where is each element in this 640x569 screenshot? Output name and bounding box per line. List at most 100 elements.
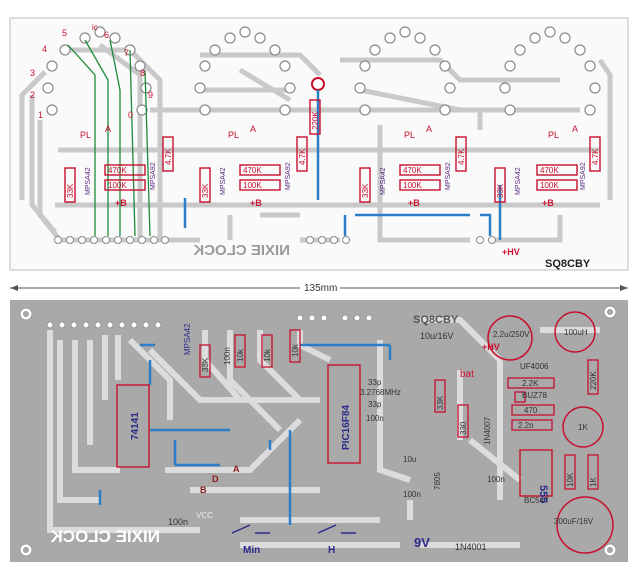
- res-100k-1: 100K: [108, 181, 127, 190]
- bottom-traces: [47, 317, 600, 548]
- cap-33p-2: 33p: [368, 400, 382, 409]
- ic-pic-label: PIC16F84: [341, 405, 352, 450]
- dimension-indicator: 135mm: [10, 280, 628, 294]
- a-label-1: A: [105, 124, 111, 134]
- trans-a-3: MPSA42: [380, 167, 387, 195]
- ic-555-label: 555: [537, 485, 549, 503]
- min-label: Min: [243, 545, 260, 556]
- res-470k-4: 470K: [540, 166, 559, 175]
- res-1k: 1K: [578, 423, 588, 432]
- pl-label-4: PL: [548, 130, 559, 140]
- top-title-mirrored: NIXIE CLOCK: [193, 242, 290, 259]
- pl-label-3: PL: [404, 130, 415, 140]
- pin-label-2: 2: [30, 90, 35, 100]
- d-label: D: [212, 474, 219, 484]
- cap-100n-4: 100n: [168, 517, 188, 527]
- res-100k-2: 100K: [243, 181, 262, 190]
- a-label-2: A: [250, 124, 256, 134]
- top-connector-pads: [54, 236, 496, 244]
- res-33k-2: 33K: [201, 183, 210, 198]
- trans-a-4: MPSA42: [515, 167, 522, 195]
- res-100k-3: 100K: [403, 181, 422, 190]
- res-33k-b: 33K: [436, 395, 445, 410]
- trans-b-2: MPSA92: [285, 162, 292, 190]
- top-callsign: SQ8CBY: [545, 258, 591, 270]
- plus-b-1: +B: [115, 198, 127, 208]
- plus-hv-label: +HV: [502, 247, 520, 257]
- res-470k-2: 470K: [243, 166, 262, 175]
- h-label: H: [328, 545, 335, 556]
- pin-label-6: 6: [104, 30, 109, 40]
- top-resistors: [64, 99, 601, 203]
- big-capacitors: [487, 311, 614, 554]
- diode-1n4001: 1N4001: [455, 542, 487, 552]
- cap-100n-2: 100n: [403, 490, 421, 499]
- top-green-wires: [67, 39, 151, 237]
- cap-10u16v: 10u/16V: [420, 331, 454, 341]
- res-10k-2: 10k: [263, 348, 272, 362]
- pin-label-1: 1: [38, 110, 43, 120]
- cap-22u250v: 2.2u/250V: [493, 330, 530, 339]
- top-board: 5 ic 6 4 7 3 8 2 9 1 0 PL A PL A PL A PL…: [9, 17, 629, 271]
- cap-100n-3: 100n: [487, 475, 505, 484]
- pl-label-2: PL: [228, 130, 239, 140]
- pin-label-3: 3: [30, 68, 35, 78]
- bottom-pads: [19, 305, 617, 557]
- res-470: 470: [524, 406, 538, 415]
- res-10k-3: 10k: [291, 343, 300, 357]
- top-tube-pads: [42, 26, 601, 116]
- h-switch: [317, 524, 356, 534]
- bottom-callsign: SQ8CBY: [413, 314, 459, 326]
- cap-100n-1: 100n: [366, 414, 384, 423]
- bottom-labels: SQ8CBY 10u/16V 2.2u/250V 100uH +HV UF400…: [50, 314, 598, 556]
- res-33k-b2: 33K: [201, 357, 210, 372]
- inductor-100uh: 100uH: [564, 328, 588, 337]
- res-470k-3: 470K: [403, 166, 422, 175]
- ic-pic16f84: PIC16F84: [327, 364, 361, 464]
- vcc-label: VCC: [196, 511, 213, 520]
- cap-33p-1: 33p: [368, 378, 382, 387]
- trans-b-4: MPSA92: [580, 162, 587, 190]
- plus-b-3: +B: [408, 198, 420, 208]
- bottom-title-mirrored: NIXIE CLOCK: [50, 527, 160, 546]
- hv-label: +HV: [482, 342, 500, 352]
- bottom-board: 74141 PIC16F84 555: [10, 300, 628, 562]
- switches: [231, 524, 356, 534]
- a-label-4: A: [572, 124, 578, 134]
- pin-label-5: 5: [62, 28, 67, 38]
- a-label-3: A: [426, 124, 432, 134]
- bc547-label: BC547: [524, 496, 549, 505]
- top-blue-wires: [183, 90, 502, 240]
- res-100k-4: 100K: [540, 181, 559, 190]
- reg-7805: 7805: [433, 472, 442, 490]
- pl-label-1: PL: [80, 130, 91, 140]
- trans-b-3: MPSA92: [445, 162, 452, 190]
- res-47k-2: 4.7K: [298, 148, 307, 165]
- pin-label-ic: ic: [92, 23, 98, 32]
- res-33k-1: 33K: [66, 183, 75, 198]
- cap-300u: 300uF/16V: [554, 517, 594, 526]
- bat-label: bat: [460, 369, 474, 380]
- res-22k: 2.2K: [522, 379, 539, 388]
- res-33k-3: 33K: [361, 183, 370, 198]
- pin-label-9: 9: [148, 90, 153, 100]
- res-10k-1: 10k: [236, 348, 245, 362]
- pin-label-7: 7: [124, 48, 129, 58]
- res-47k-3: 4.7K: [457, 148, 466, 165]
- ic-74141-label: 74141: [130, 412, 141, 440]
- res-1k-b2: 1K: [589, 477, 598, 487]
- diode-1n4007: 1N4007: [483, 416, 492, 445]
- buz78: BUZ78: [522, 391, 547, 400]
- ic-555: 555: [519, 449, 553, 503]
- res-330: 330: [459, 421, 468, 435]
- diode-uf4006: UF4006: [520, 362, 549, 371]
- res-470k-1: 470K: [108, 166, 127, 175]
- trans-a-2: MPSA42: [220, 167, 227, 195]
- nine-volt-label: 9V: [414, 535, 430, 550]
- trans-a-1: MPSA42: [85, 167, 92, 195]
- res-220k-b: 220K: [589, 371, 598, 390]
- cap-22n: 2.2n: [518, 421, 534, 430]
- dimension-label: 135mm: [304, 283, 337, 294]
- plus-b-4: +B: [542, 198, 554, 208]
